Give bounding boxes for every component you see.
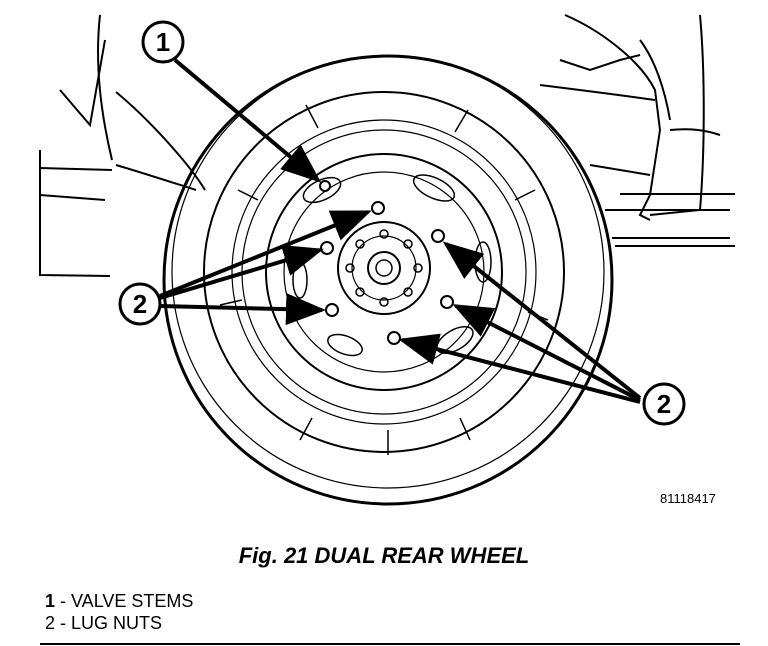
vehicle-body: [39, 14, 735, 277]
callout-2-right-label: 2: [657, 389, 671, 419]
leader-arrows: [159, 58, 642, 404]
lug-nut-arrow: [159, 210, 372, 298]
legend-label: VALVE STEMS: [71, 591, 194, 611]
callout-1-label: 1: [156, 27, 170, 57]
lug-nut-arrow: [159, 245, 324, 300]
legend-separator: -: [55, 613, 72, 633]
lug-nut-arrow: [159, 293, 326, 326]
legend: 1 - VALVE STEMS 2 - LUG NUTS: [45, 590, 193, 634]
bottom-rule: [40, 643, 740, 645]
lug-nut-arrow: [398, 333, 641, 404]
valve-stem-arrow: [173, 58, 322, 183]
callout-1: 1: [141, 20, 185, 64]
lug-nut-arrow: [442, 241, 642, 400]
wheel: [162, 54, 614, 506]
callout-2-left: 2: [118, 282, 162, 326]
dual-rear-wheel-illustration: 1 2 2: [39, 14, 735, 506]
figure-code: 81118417: [660, 491, 716, 506]
legend-item-valve-stems: 1 - VALVE STEMS: [45, 590, 193, 612]
callout-2-left-label: 2: [133, 289, 147, 319]
legend-number: 2: [45, 613, 56, 633]
callout-2-right: 2: [642, 382, 686, 426]
lug-nut-arrow: [452, 304, 641, 402]
legend-separator: -: [55, 591, 72, 611]
legend-label: LUG NUTS: [71, 613, 163, 633]
legend-item-lug-nuts: 2 - LUG NUTS: [45, 612, 193, 634]
legend-number: 1: [45, 591, 56, 611]
figure-caption: Fig. 21 DUAL REAR WHEEL: [238, 543, 530, 568]
